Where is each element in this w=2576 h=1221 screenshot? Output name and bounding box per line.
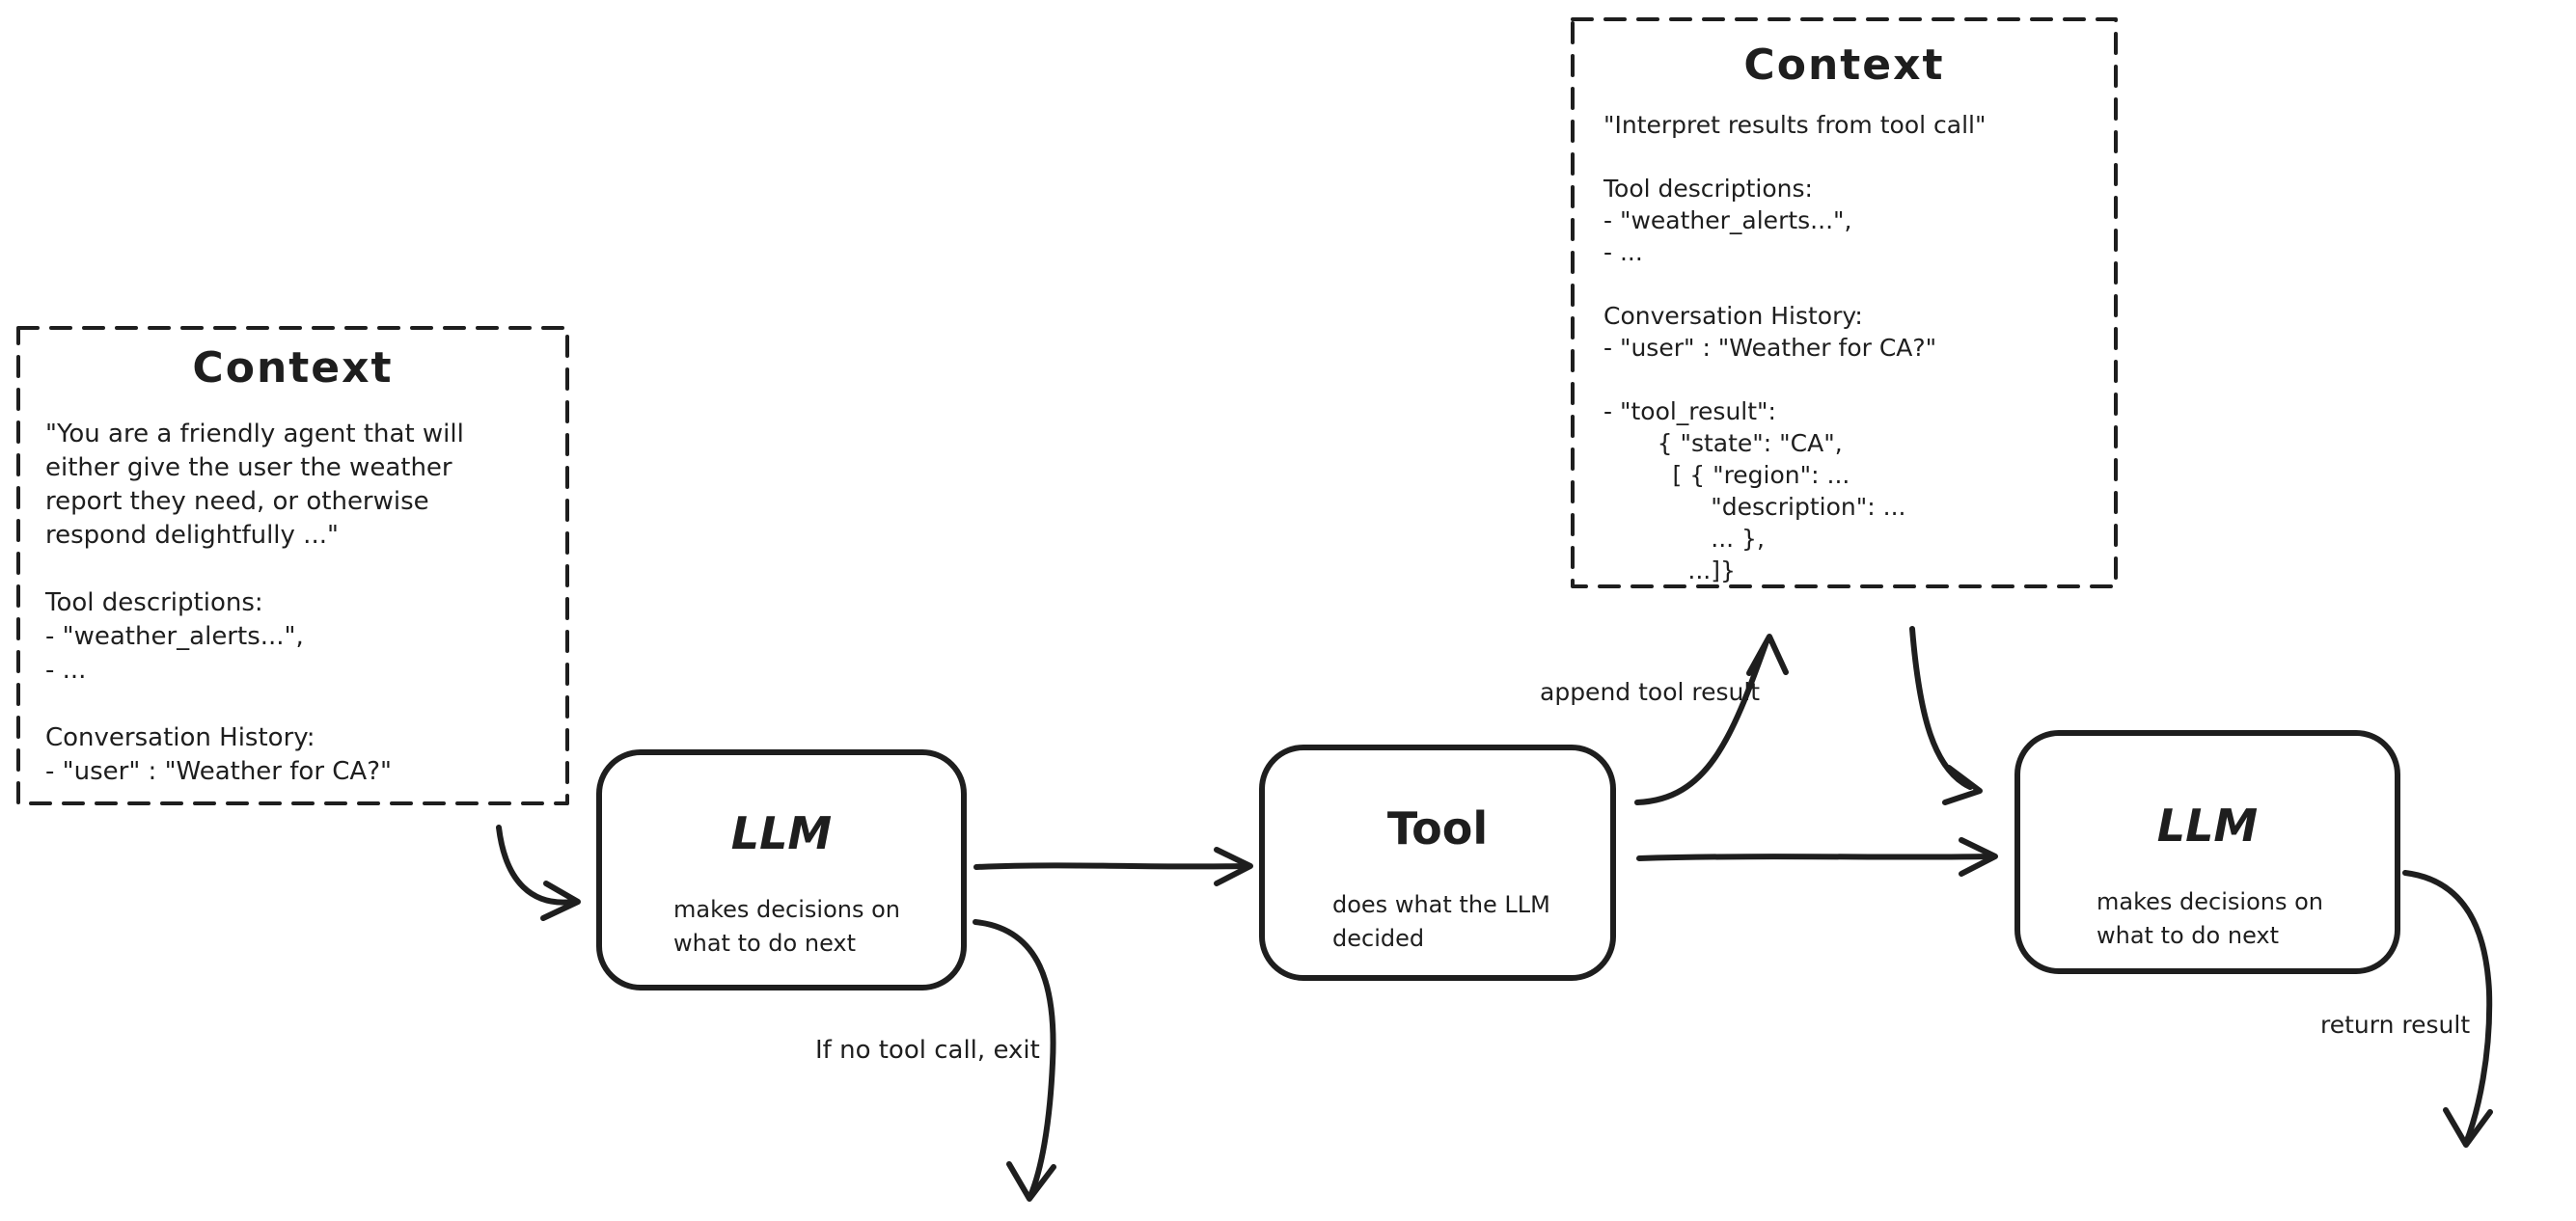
edge-label-return-result: return result [2320, 1011, 2471, 1039]
context-box-initial-border [16, 326, 569, 805]
arrow-llm2-return [2402, 870, 2493, 1148]
arrow-llm1-to-tool-head [1214, 847, 1253, 886]
arrow-tool-to-context2-head [1746, 634, 1789, 676]
arrow-tool-to-context2 [1634, 634, 1789, 805]
tool-node: Tool does what the LLM decided [1259, 745, 1616, 981]
arrow-tool-to-llm2 [1636, 837, 1998, 877]
context-box-initial: Context "You are a friendly agent that w… [16, 326, 569, 805]
tool-node-title: Tool [1386, 802, 1489, 855]
context-box-after-tool-body: "Interpret results from tool call" Tool … [1603, 111, 1987, 584]
arrow-context-to-llm1-line [496, 825, 576, 906]
arrow-context-to-llm1-head [540, 881, 581, 921]
llm-node-2-subtitle: makes decisions on what to do next [2096, 887, 2323, 949]
arrow-llm1-exit-head [1006, 1161, 1056, 1202]
arrow-tool-to-llm2-line [1636, 854, 1992, 861]
llm-node-1: LLM makes decisions on what to do next [596, 749, 967, 990]
arrow-llm2-return-line [2402, 870, 2493, 1146]
edge-label-append-tool-result: append tool result [1540, 678, 1761, 706]
llm-node-1-title: LLM [730, 807, 833, 859]
llm-node-2-title: LLM [2156, 800, 2259, 852]
context-box-after-tool-border [1571, 17, 2118, 588]
arrow-context-to-llm1 [496, 825, 581, 921]
llm-node-1-subtitle: makes decisions on what to do next [673, 895, 900, 957]
arrow-context2-to-llm2-line [1909, 626, 1973, 790]
arrow-context2-to-llm2 [1909, 626, 1983, 805]
llm-node-2: LLM makes decisions on what to do next [2014, 730, 2400, 974]
context-box-after-tool-title: Context [1743, 41, 1945, 90]
arrow-context2-to-llm2-head [1942, 765, 1983, 805]
arrow-tool-to-context2-line [1634, 641, 1768, 805]
tool-node-subtitle: does what the LLM decided [1332, 890, 1550, 952]
context-box-after-tool: Context "Interpret results from tool cal… [1571, 17, 2118, 588]
arrow-llm1-to-tool [973, 847, 1253, 886]
arrow-llm1-exit [973, 919, 1056, 1202]
arrow-llm1-to-tool-line [973, 862, 1247, 870]
arrow-llm1-exit-line [973, 919, 1056, 1199]
context-box-initial-body: "You are a friendly agent that will eith… [45, 420, 464, 786]
arrow-llm2-return-head [2443, 1107, 2493, 1148]
edge-label-if-no-tool-call-exit: If no tool call, exit [815, 1036, 1040, 1065]
arrow-tool-to-llm2-head [1959, 837, 1998, 877]
context-box-initial-title: Context [192, 343, 394, 393]
